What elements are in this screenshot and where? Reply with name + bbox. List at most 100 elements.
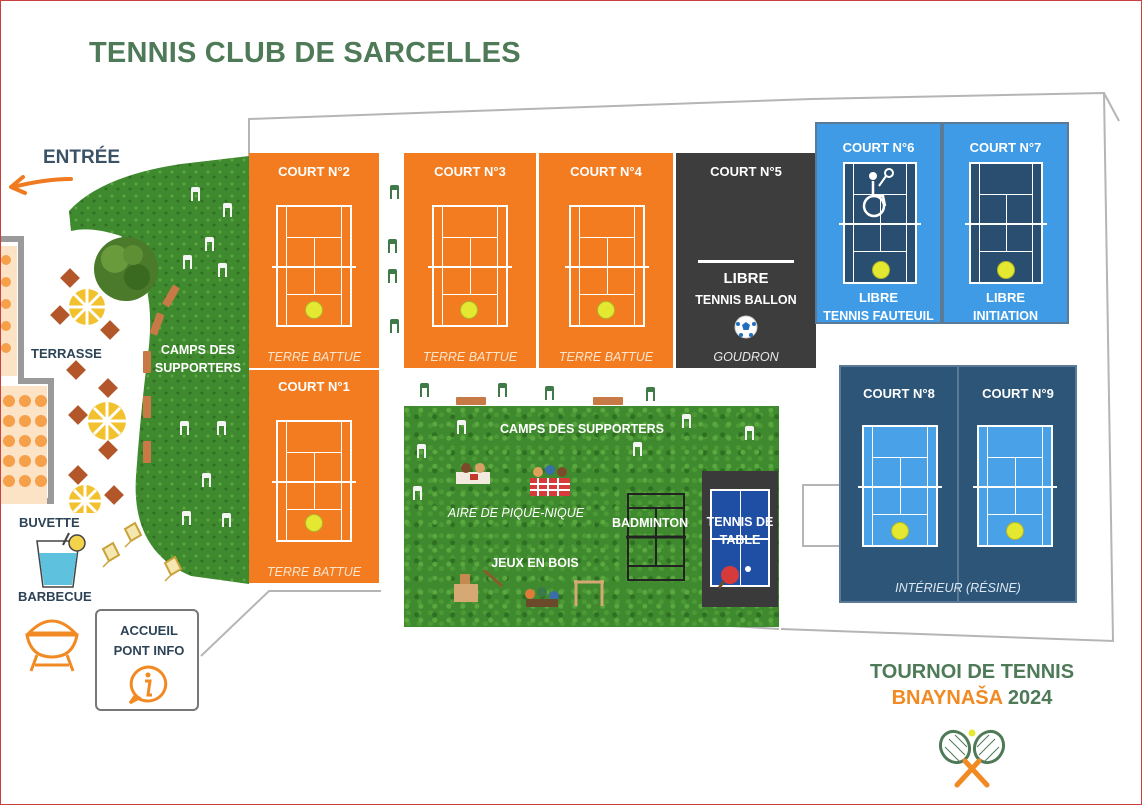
table-icon — [68, 405, 88, 425]
parasol-icon — [88, 402, 126, 440]
court-6-name: COURT N°6 — [842, 140, 915, 155]
chair-icon — [222, 203, 233, 217]
court-2-name: COURT N°2 — [278, 164, 350, 179]
court-5-name: COURT N°5 — [710, 164, 782, 179]
picnic-icon — [530, 465, 570, 496]
indoor-surface: INTÉRIEUR (RÉSINE) — [895, 581, 1021, 595]
court-6[interactable]: COURT N°6 LIBRE TENNIS FAUTEUIL — [815, 122, 942, 324]
page-title: TENNIS CLUB DE SARCELLES — [89, 37, 521, 69]
court-5-surface: GOUDRON — [713, 350, 779, 364]
table-icon — [104, 485, 124, 505]
hall-divider — [957, 367, 959, 601]
info-point[interactable]: ACCUEIL PONT INFO — [95, 609, 199, 711]
court-9-name: COURT N°9 — [982, 386, 1054, 401]
court-5[interactable]: COURT N°5 LIBRE TENNIS BALLON GOUDRON — [676, 153, 816, 368]
tennis-ball-icon — [891, 522, 909, 540]
ping-pong-table — [710, 489, 770, 587]
chair-icon — [412, 486, 423, 500]
bench-icon — [593, 397, 623, 405]
court-lines — [272, 205, 356, 327]
table-tennis-area[interactable]: TENNIS DE TABLE — [702, 471, 778, 607]
bench-icon — [456, 397, 486, 405]
tree-icon — [94, 237, 158, 301]
table-icon — [50, 305, 70, 325]
chair-icon — [181, 511, 192, 525]
court-lines — [428, 205, 512, 327]
picnic-label: AIRE DE PIQUE-NIQUE — [447, 506, 585, 520]
indoor-hall: COURT N°8 COURT N°9 INTÉRIEUR (RÉSINE) — [839, 365, 1077, 603]
chair-icon — [190, 187, 201, 201]
tennis-ball-icon — [305, 301, 323, 319]
tournament-name: BNAYNAŠA — [891, 687, 1003, 709]
court-5-activity: TENNIS BALLON — [695, 293, 797, 307]
tennis-ball-icon — [872, 261, 890, 279]
barbecue-label: BARBECUE — [18, 589, 92, 604]
court-3[interactable]: COURT N°3 TERRE BATTUE — [404, 153, 536, 368]
chair-icon — [497, 383, 508, 397]
court-7-name: COURT N°7 — [969, 140, 1042, 155]
entrance-arrow-icon — [9, 175, 73, 195]
tennis-ball-icon — [997, 261, 1015, 279]
chair-icon — [389, 185, 400, 199]
drink-icon — [36, 532, 86, 588]
wood-games-label: JEUX EN BOIS — [491, 556, 579, 570]
court-3-name: COURT N°3 — [434, 164, 506, 179]
terrace-building — [1, 246, 47, 504]
chair-icon — [179, 421, 190, 435]
table-icon — [100, 320, 120, 340]
badminton-net-icon — [626, 493, 686, 581]
crossed-rackets-icon — [938, 729, 1006, 788]
chair-icon — [387, 269, 398, 283]
deckchair-icon — [101, 521, 183, 582]
terrace-label: TERRASSE — [31, 346, 102, 361]
terrace-furniture — [50, 268, 126, 513]
ping-pong-icon — [717, 566, 751, 589]
chair-icon — [681, 414, 692, 428]
chair-icon — [744, 426, 755, 440]
court-7-activity: INITIATION — [972, 309, 1039, 323]
tournament-line1: TOURNOI DE TENNIS — [869, 661, 1075, 683]
court-4[interactable]: COURT N°4 TERRE BATTUE — [539, 153, 673, 368]
bench-icon — [143, 351, 151, 373]
court-4-name: COURT N°4 — [570, 164, 642, 179]
chair-icon — [389, 319, 400, 333]
parasol-icon — [69, 289, 105, 325]
court-1[interactable]: COURT N°1 TERRE BATTUE — [249, 370, 379, 583]
court-2[interactable]: COURT N°2 TERRE BATTUE — [249, 153, 379, 368]
chair-icon — [216, 421, 227, 435]
badminton-label: BADMINTON — [612, 516, 689, 530]
table-icon — [98, 378, 118, 398]
chair-icon — [201, 473, 212, 487]
chair-icon — [204, 237, 215, 251]
supporters-left-label: CAMPS DES SUPPORTERS — [154, 343, 242, 376]
supporters-center-label: CAMPS DES SUPPORTERS — [500, 422, 664, 436]
court-1-surface: TERRE BATTUE — [266, 565, 362, 579]
court-3-surface: TERRE BATTUE — [422, 350, 518, 364]
info-icon — [128, 665, 168, 705]
chair-icon — [544, 386, 555, 400]
chair-icon — [419, 383, 430, 397]
chair-icon — [221, 513, 232, 527]
info-label: ACCUEIL PONT INFO — [113, 623, 185, 658]
chair-icon — [217, 263, 228, 277]
barbecue-icon — [25, 619, 79, 672]
soccer-ball-icon — [734, 315, 758, 339]
table-icon — [68, 465, 88, 485]
court-6-activity: TENNIS FAUTEUIL — [823, 309, 934, 323]
entrance-label: ENTRÉE — [43, 147, 121, 168]
table-tennis-label: TENNIS DE TABLE — [706, 515, 774, 548]
chair-icon — [387, 239, 398, 253]
court-lines — [272, 420, 356, 542]
tournament-year: 2024 — [1007, 687, 1053, 709]
tennis-ball-icon — [1006, 522, 1024, 540]
tennis-ball-icon — [305, 514, 323, 532]
tennis-ball-icon — [460, 301, 478, 319]
court-4-surface: TERRE BATTUE — [558, 350, 654, 364]
tennis-ball-icon — [597, 301, 615, 319]
court-7-status: LIBRE — [986, 290, 1025, 305]
wheelchair-tennis-icon — [862, 168, 894, 218]
court-7[interactable]: COURT N°7 LIBRE INITIATION — [942, 122, 1069, 324]
chair-icon — [456, 420, 467, 434]
